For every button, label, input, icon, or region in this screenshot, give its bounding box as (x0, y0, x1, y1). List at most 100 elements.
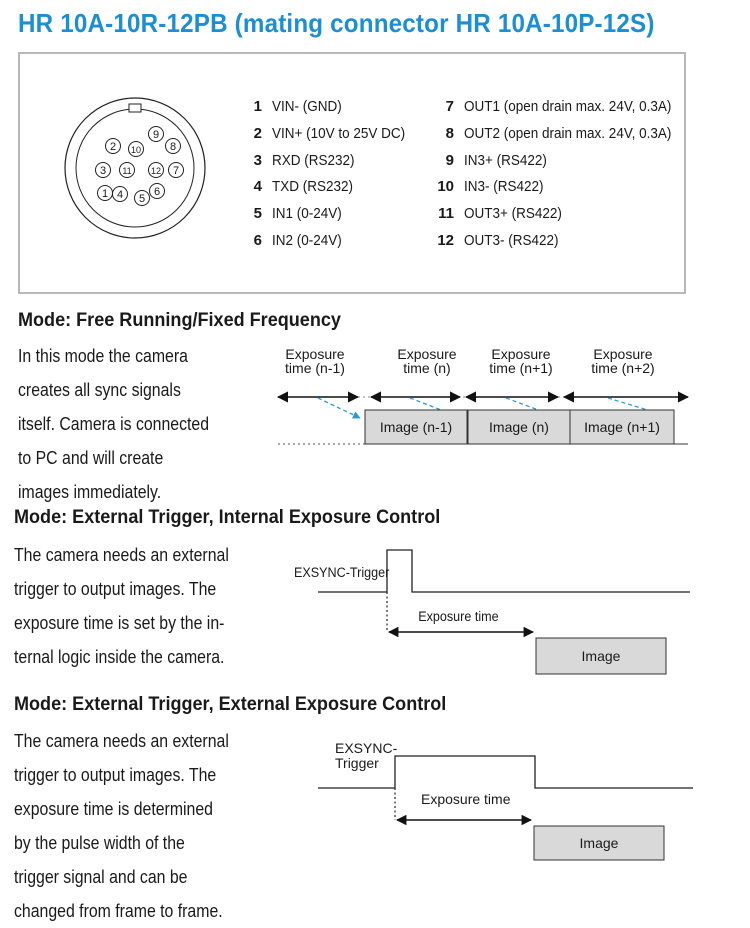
image-block (533, 825, 665, 861)
pin-row: 4 TXD (RS232) (242, 174, 420, 201)
pin-description: VIN+ (10V to 25V DC) (272, 124, 406, 142)
pin-row: 2 VIN+ (10V to 25V DC) (242, 121, 420, 148)
image-label: Image (582, 648, 621, 664)
exposure-label: time (n-1) (285, 360, 345, 376)
pin-number: 5 (253, 205, 262, 223)
trigger-label: EXSYNC- (335, 740, 398, 756)
image-frame (467, 409, 571, 445)
connector-pin (149, 183, 165, 199)
trigger-signal (318, 755, 693, 789)
image-frame-label: Image (n) (489, 419, 549, 435)
pin-number: 4 (253, 178, 262, 196)
mode-heading-free-running: Mode: Free Running/Fixed Frequency (18, 310, 341, 331)
pin-description: IN3+ (RS422) (464, 151, 547, 169)
page-title: HR 10A-10R-12PB (mating connector HR 10A… (18, 8, 655, 38)
trigger-label: Trigger (335, 755, 379, 771)
pin-number: 8 (445, 124, 454, 142)
connector-pin (128, 141, 144, 157)
trigger-label: EXSYNC-Trigger (294, 564, 390, 580)
connector-pin-label: 1 (102, 188, 108, 200)
connector-pin (105, 138, 121, 154)
description-line: trigger to output images. The (14, 765, 217, 785)
connector-pin-label: 9 (153, 129, 159, 141)
timing-diagram-internal-exposure: EXSYNC-Trigger Exposure time Image (294, 549, 690, 675)
description-line: In this mode the camera (18, 346, 188, 366)
description-line: images immediately. (18, 482, 162, 502)
connector-pin (95, 162, 111, 178)
connector-pin-label: 11 (122, 166, 131, 176)
exposure-label: Exposure (397, 346, 456, 362)
readout-transfer-arrow (505, 397, 561, 420)
description-line: creates all sync signals (18, 380, 181, 400)
mode-description-external-exposure: The camera needs an external trigger to o… (14, 724, 229, 928)
connector-pin-label: 7 (173, 165, 179, 177)
exposure-label: time (n) (403, 360, 450, 376)
pin-row: 12 OUT3- (RS422) (428, 228, 694, 255)
connector-pin-label: 10 (131, 145, 141, 155)
pin-row: 3 RXD (RS232) (242, 148, 420, 175)
connector-pin-label: 3 (100, 165, 106, 177)
pin-number: 3 (253, 151, 262, 169)
description-line: exposure time is determined (14, 799, 213, 819)
connector-key-notch (128, 103, 142, 113)
connector-outer-ring (64, 97, 206, 239)
mode-description-free-running: In this mode the camera creates all sync … (18, 339, 209, 509)
connector-pin-label: 4 (117, 189, 123, 201)
pin-description: OUT3- (RS422) (464, 231, 559, 249)
exposure-time-label: Exposure time (421, 791, 511, 807)
pin-row: 11 OUT3+ (RS422) (428, 201, 694, 228)
readout-transfer-arrow (317, 397, 361, 419)
description-line: exposure time is set by the in- (14, 613, 225, 633)
image-frame (569, 409, 675, 445)
connector-pin-label: 12 (151, 166, 161, 176)
description-line: itself. Camera is connected (18, 414, 210, 434)
description-line: The camera needs an external (14, 731, 229, 751)
connector-pin (168, 162, 184, 178)
connector-pin (148, 126, 164, 142)
pin-description: TXD (RS232) (272, 178, 354, 196)
pin-description: VIN- (GND) (272, 98, 342, 115)
image-frame-label: Image (n+1) (584, 419, 660, 435)
exposure-label: Exposure (285, 346, 344, 362)
pin-number: 7 (445, 98, 454, 115)
pin-number: 12 (437, 231, 454, 249)
connector-pin (134, 190, 150, 206)
image-frame (364, 409, 468, 445)
pin-description: IN3- (RS422) (464, 178, 544, 196)
timing-diagram-external-exposure: EXSYNC-Trigger Exposure time Image (318, 740, 693, 861)
image-label: Image (580, 835, 619, 851)
readout-transfer-arrow (409, 397, 463, 420)
description-line: by the pulse width of the (14, 833, 185, 853)
pin-number: 11 (438, 205, 454, 223)
description-line: changed from frame to frame. (14, 901, 223, 921)
exposure-label: time (n+2) (591, 360, 654, 376)
pin-number: 6 (253, 231, 262, 249)
pin-description: IN1 (0-24V) (272, 205, 342, 223)
connector-pin-label: 2 (110, 141, 116, 153)
trigger-signal (318, 549, 690, 593)
connector-pin-label: 5 (139, 193, 145, 205)
pin-description: OUT1 (open drain max. 24V, 0.3A) (464, 98, 672, 115)
description-line: trigger to output images. The (14, 579, 217, 599)
connector-pin-label: 8 (170, 141, 176, 153)
connector-pin (112, 186, 128, 202)
exposure-time-label: Exposure time (418, 608, 498, 624)
exposure-label: Exposure (593, 346, 652, 362)
mode-heading-external-exposure: Mode: External Trigger, External Exposur… (14, 694, 447, 715)
pin-number: 2 (253, 124, 262, 142)
connector-pin (148, 162, 164, 178)
connector-pin (119, 162, 135, 178)
pin-description: RXD (RS232) (272, 151, 355, 169)
pin-description: OUT3+ (RS422) (464, 205, 562, 223)
mode-heading-internal-exposure: Mode: External Trigger, Internal Exposur… (14, 507, 441, 528)
exposure-label: Exposure (491, 346, 550, 362)
pin-number: 10 (437, 178, 454, 196)
pin-row: 5 IN1 (0-24V) (242, 201, 420, 228)
